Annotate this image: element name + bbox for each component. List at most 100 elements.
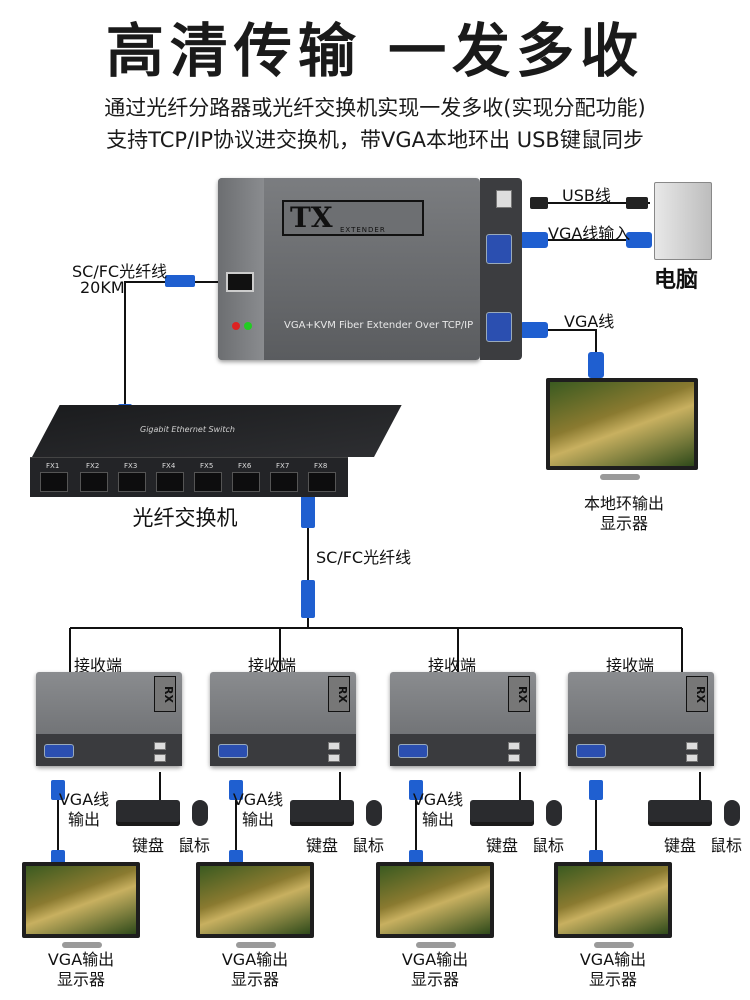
page-title: 高清传输 一发多收 bbox=[105, 17, 645, 85]
switch-port bbox=[194, 472, 222, 492]
pc-label: 电脑 bbox=[654, 268, 699, 293]
mouse bbox=[546, 800, 562, 826]
monitor-label-1: VGA输出 bbox=[401, 950, 469, 969]
keyboard bbox=[290, 800, 354, 826]
rx-usb-port bbox=[328, 742, 340, 750]
monitor-label-2: 显示器 bbox=[56, 970, 105, 989]
switch-port bbox=[40, 472, 68, 492]
switch-text: Gigabit Ethernet Switch bbox=[140, 425, 235, 434]
mouse-label: 鼠标 bbox=[532, 836, 565, 855]
receiver-header: 接收端 bbox=[74, 656, 123, 675]
usb-cable-label: USB线 bbox=[562, 186, 611, 205]
rx-vga-port bbox=[218, 744, 248, 758]
vga-output-label-1: VGA线 bbox=[232, 790, 284, 809]
switch-port-label: FX1 bbox=[46, 462, 60, 470]
vga-output-label-2: 输出 bbox=[241, 810, 274, 829]
rx-usb-port bbox=[686, 742, 698, 750]
switch-port-label: FX2 bbox=[86, 462, 100, 470]
switch-port-label: FX5 bbox=[200, 462, 214, 470]
rx-usb-port bbox=[686, 754, 698, 762]
mouse-label: 鼠标 bbox=[178, 836, 211, 855]
local-loop-label: 本地环输出 显示器 bbox=[560, 494, 688, 534]
keyboard-label: 键盘 bbox=[486, 836, 519, 855]
switch-port bbox=[270, 472, 298, 492]
vga-connector bbox=[520, 232, 548, 248]
local-loop-label-1: 本地环输出 bbox=[583, 494, 664, 513]
switch-port bbox=[80, 472, 108, 492]
rx-usb-port bbox=[154, 754, 166, 762]
keyboard bbox=[648, 800, 712, 826]
switch-port-label: FX4 bbox=[162, 462, 176, 470]
monitor-label-1: VGA输出 bbox=[579, 950, 647, 969]
tx-logo: TX bbox=[282, 200, 424, 236]
fiber-switch bbox=[30, 457, 348, 497]
local-loop-label-2: 显示器 bbox=[599, 514, 648, 533]
rx-vga-port bbox=[576, 744, 606, 758]
local-monitor bbox=[546, 378, 698, 470]
receiver-header: 接收端 bbox=[248, 656, 297, 675]
rx-logo: RX bbox=[508, 676, 530, 712]
monitor-stand bbox=[236, 942, 276, 948]
monitor-stand bbox=[594, 942, 634, 948]
rx-usb-port bbox=[328, 754, 340, 762]
switch-port bbox=[118, 472, 146, 492]
fiber-port bbox=[226, 272, 254, 292]
switch-port bbox=[232, 472, 260, 492]
vga-output-label-2: 输出 bbox=[67, 810, 100, 829]
rx-vga-port bbox=[398, 744, 428, 758]
status-led bbox=[232, 322, 240, 330]
subtitle-line-1: 通过光纤分路器或光纤交换机实现一发多收(实现分配功能) bbox=[104, 96, 646, 120]
mouse bbox=[192, 800, 208, 826]
keyboard-label: 键盘 bbox=[132, 836, 165, 855]
monitor-label-2: 显示器 bbox=[410, 970, 459, 989]
rx-usb-port bbox=[508, 754, 520, 762]
fiber-cable-top bbox=[124, 281, 218, 410]
fiber-connector bbox=[301, 492, 315, 528]
vga-output-label-1: VGA线 bbox=[412, 790, 464, 809]
switch-port-label: FX8 bbox=[314, 462, 328, 470]
keyboard bbox=[470, 800, 534, 826]
keyboard bbox=[116, 800, 180, 826]
monitor-label-2: 显示器 bbox=[588, 970, 637, 989]
vga-output-label-2: 输出 bbox=[421, 810, 454, 829]
vga-input-label: VGA线输入 bbox=[548, 224, 631, 243]
mouse bbox=[366, 800, 382, 826]
rx-logo: RX bbox=[154, 676, 176, 712]
vga-output-label-1: VGA线 bbox=[58, 790, 110, 809]
monitor-stand bbox=[416, 942, 456, 948]
vga-output-port bbox=[486, 312, 512, 342]
rx-usb-port bbox=[154, 742, 166, 750]
switch-label: 光纤交换机 bbox=[132, 506, 238, 530]
monitor-label-1: VGA输出 bbox=[221, 950, 289, 969]
keyboard-label: 键盘 bbox=[306, 836, 339, 855]
fiber-label-mid: SC/FC光纤线 bbox=[316, 548, 412, 567]
tx-logo-sub: EXTENDER bbox=[340, 226, 386, 234]
switch-port-label: FX7 bbox=[276, 462, 290, 470]
vga-connector bbox=[520, 322, 548, 338]
tx-side-panel bbox=[218, 178, 264, 360]
mouse bbox=[724, 800, 740, 826]
receiver-header: 接收端 bbox=[428, 656, 477, 675]
fiber-connector bbox=[165, 275, 195, 287]
pc-tower bbox=[654, 182, 712, 260]
switch-port bbox=[308, 472, 336, 492]
receiver-header: 接收端 bbox=[606, 656, 655, 675]
switch-port-label: FX3 bbox=[124, 462, 138, 470]
vga-output-monitor bbox=[196, 862, 314, 938]
vga-cable-label: VGA线 bbox=[564, 312, 615, 331]
mouse-label: 鼠标 bbox=[710, 836, 743, 855]
monitor-stand bbox=[62, 942, 102, 948]
monitor-stand bbox=[600, 474, 640, 480]
rx-logo: RX bbox=[328, 676, 350, 712]
rx-vga-port bbox=[44, 744, 74, 758]
vga-output-monitor bbox=[554, 862, 672, 938]
vga-input-port bbox=[486, 234, 512, 264]
usb-port bbox=[496, 190, 512, 208]
rx-logo: RX bbox=[686, 676, 708, 712]
vga-output-monitor bbox=[376, 862, 494, 938]
fiber-connector bbox=[301, 580, 315, 618]
subtitle-line-2: 支持TCP/IP协议进交换机，带VGA本地环出 USB键鼠同步 bbox=[106, 128, 644, 152]
fiber-length-label: 20KM bbox=[80, 278, 125, 297]
vga-output-monitor bbox=[22, 862, 140, 938]
tx-caption: VGA+KVM Fiber Extender Over TCP/IP bbox=[284, 320, 474, 331]
